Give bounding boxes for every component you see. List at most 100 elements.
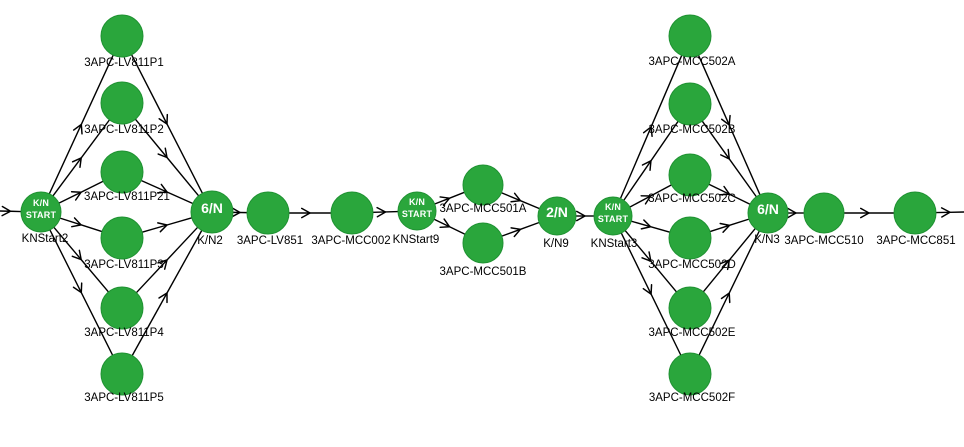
- node-MCC502B-circle[interactable]: [668, 82, 712, 126]
- node-MCC510-circle[interactable]: [803, 192, 845, 234]
- edge-MCC502F-to-KN3-tail: [728, 230, 760, 294]
- edge-KNStart9-to-MCC501A: [434, 196, 451, 207]
- node-MCC502E-circle[interactable]: [668, 286, 712, 330]
- edge-KNStart9-to-MCC501A-tail: [449, 191, 465, 199]
- edge-P21-to-KN2: [140, 179, 168, 194]
- edge-KNStart3-to-MCC502E: [624, 230, 652, 262]
- node-KNStart9-circle[interactable]: [397, 191, 437, 231]
- node-MCC502D-circle[interactable]: [668, 216, 712, 260]
- node-MCC501B-circle[interactable]: [462, 222, 504, 264]
- node-P4-circle[interactable]: [100, 286, 144, 330]
- node-MCC502A-label: 3APC-MCC502A: [649, 56, 736, 68]
- node-KNStart2-circle[interactable]: [20, 191, 62, 233]
- edge-MCC501A-to-KN9: [501, 192, 522, 203]
- edge-KNStart2-to-P3: [59, 217, 82, 228]
- edge-KNStart2-to-P2: [52, 157, 82, 197]
- edge-KNStart3-to-MCC502F: [620, 232, 653, 295]
- edge-KNStart2-to-P3-tail: [80, 224, 103, 233]
- edge-KNStart2-to-P4-tail: [80, 259, 109, 293]
- node-MCC851-label: 3APC-MCC851: [876, 235, 955, 247]
- edge-MCC502A-to-KN3: [697, 54, 731, 126]
- node-P5-circle[interactable]: [100, 352, 144, 396]
- node-KN9-circle[interactable]: [537, 196, 577, 236]
- node-P1-circle[interactable]: [100, 14, 144, 58]
- edge-P5-to-KN2: [131, 292, 168, 356]
- edge-P1-to-KN2-tail: [166, 123, 204, 194]
- node-MCC501A-circle[interactable]: [462, 164, 504, 206]
- edge-KNStart3-to-MCC502C-tail: [650, 184, 672, 197]
- node-MCC502C-circle[interactable]: [668, 153, 712, 197]
- node-P3-label: 3APC-LV811P3: [84, 259, 163, 271]
- edge-P2-to-KN2-tail: [166, 157, 200, 197]
- edge-KNStart3-to-MCC502C: [629, 195, 652, 208]
- edge-MCC502D-to-KN3-tail: [729, 218, 750, 227]
- node-KNStart9-label: KNStart9: [393, 234, 440, 246]
- edge-P2-to-KN2: [134, 118, 168, 159]
- node-KN2-label: K/N2: [197, 235, 223, 247]
- edge-KNStart2-to-P21-tail: [80, 180, 104, 193]
- edge-KNStart2-to-P5: [49, 229, 83, 294]
- node-KNStart2-label: KNStart2: [22, 233, 69, 245]
- edge-MCC502B-to-KN3-tail: [728, 158, 757, 198]
- edge-P1-to-KN2: [130, 54, 169, 125]
- node-MCC502F-label: 3APC-MCC502F: [649, 392, 735, 404]
- edge-KNStart2-to-P21: [58, 191, 82, 204]
- edge-KNStart3-to-MCC502B: [623, 160, 652, 201]
- edge-P21-to-KN2-tail: [166, 191, 194, 205]
- edge-KNStart2-to-P5-tail: [80, 292, 114, 356]
- edge-KNStart2-to-P1-tail: [80, 54, 114, 125]
- node-P21-circle[interactable]: [100, 150, 144, 194]
- node-MCC502A-circle[interactable]: [668, 14, 712, 58]
- edge-MCC501B-to-KN9: [501, 227, 522, 238]
- node-MCC502B-label: 3APC-MCC502B: [649, 124, 736, 136]
- node-LV851-circle[interactable]: [246, 191, 290, 235]
- node-KNStart3-start-text-0: K/N: [605, 202, 621, 212]
- node-KN2-circle[interactable]: [190, 190, 234, 234]
- node-P1-label: 3APC-LV811P1: [84, 57, 163, 69]
- edge-KNStart3-to-MCC502F-tail: [650, 293, 682, 356]
- node-MCC002-label: 3APC-MCC002: [311, 235, 390, 247]
- edge-MCC501A-to-KN9-tail: [520, 200, 540, 210]
- node-KNStart2-start-text-0: K/N: [33, 198, 49, 208]
- edge-KNStart3-to-MCC502D-tail: [650, 226, 671, 233]
- node-KNStart9-start-text-0: K/N: [409, 197, 425, 207]
- edge-MCC502C-to-KN3-tail: [729, 193, 751, 205]
- node-MCC510-label: 3APC-MCC510: [784, 235, 863, 247]
- node-KNStart9-start-text-1: START: [402, 209, 433, 219]
- node-MCC502F-circle[interactable]: [668, 352, 712, 396]
- node-MCC501A-label: 3APC-MCC501A: [440, 203, 527, 215]
- node-MCC502C-label: 3APC-MCC502C: [648, 193, 736, 205]
- node-P2-label: 3APC-LV811P2: [84, 124, 163, 136]
- edge-KNStart3-to-MCC502D: [631, 219, 652, 230]
- node-KN9-label: K/N9: [543, 238, 569, 250]
- node-KNStart3-circle[interactable]: [593, 196, 633, 236]
- edge-MCC502E-to-KN3-tail: [728, 228, 756, 261]
- edge-KNStart3-to-MCC502A: [619, 126, 653, 199]
- node-KN3-circle[interactable]: [747, 192, 789, 234]
- node-P3-circle[interactable]: [100, 216, 144, 260]
- node-MCC851-circle[interactable]: [893, 191, 937, 235]
- labels-layer: KNStart2 3APC-LV811P1 3APC-LV811P2 3APC-LV8…: [22, 56, 956, 404]
- edge-P5-to-KN2-tail: [166, 230, 203, 294]
- edge-MCC502E-to-KN3: [702, 259, 731, 293]
- node-MCC502D-label: 3APC-MCC502D: [648, 259, 736, 271]
- edge-MCC501B-to-KN9-tail: [520, 221, 540, 230]
- node-MCC002-circle[interactable]: [330, 191, 374, 235]
- edge-MCC502B-to-KN3: [701, 120, 731, 160]
- edge-KNStart3-to-MCC502B-tail: [650, 120, 679, 162]
- node-P5-label: 3APC-LV811P5: [84, 392, 163, 404]
- edge-KNStart9-to-MCC501B: [433, 218, 451, 229]
- edge-KNStart3-to-MCC502E-tail: [650, 260, 678, 293]
- node-P4-label: 3APC-LV811P4: [84, 327, 164, 339]
- node-P2-circle[interactable]: [100, 81, 144, 125]
- edge-P4-to-KN2-tail: [166, 226, 199, 261]
- edge-MCC502A-to-KN3-tail: [728, 124, 761, 195]
- edge-KNStart9-to-MCC501B-tail: [449, 226, 466, 235]
- edge-MCC502D-to-KN3: [709, 222, 731, 233]
- node-KNStart2-start-text-1: START: [26, 210, 57, 220]
- edge-P3-to-KN2: [141, 222, 168, 233]
- node-LV851-label: 3APC-LV851: [237, 235, 303, 247]
